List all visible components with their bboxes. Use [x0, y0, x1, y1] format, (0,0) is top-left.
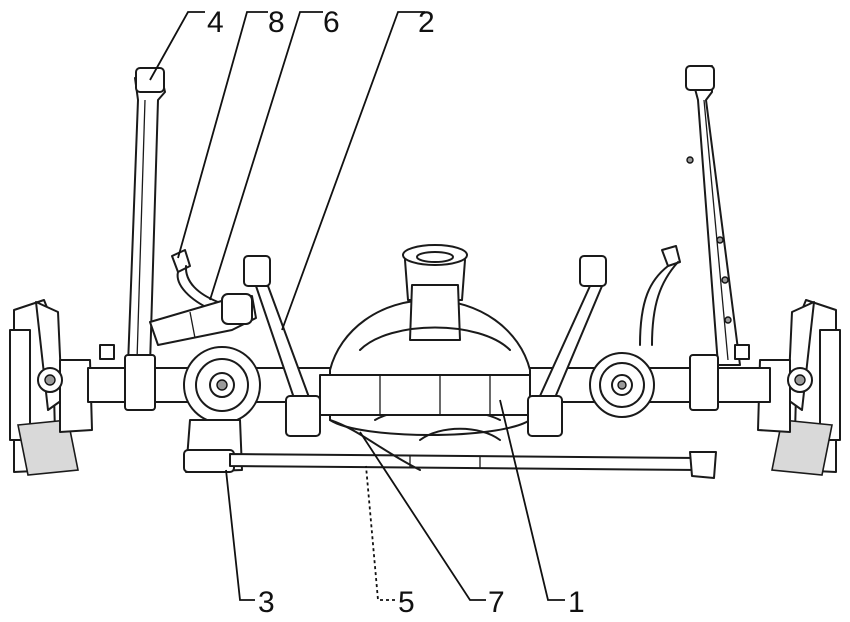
callout-4: 4	[207, 6, 224, 39]
callout-5: 5	[398, 586, 415, 619]
right-upper-link	[527, 255, 607, 437]
left-wheel-hub	[9, 299, 93, 476]
lower-left-bracket	[183, 419, 243, 473]
leader-lines	[149, 11, 565, 601]
lower-curved-link	[329, 419, 421, 471]
callout-7: 7	[488, 586, 505, 619]
left-damper-cylinder	[149, 293, 257, 346]
left-spring-seat	[183, 346, 261, 424]
callout-1: 1	[568, 586, 585, 619]
callout-8: 8	[268, 6, 285, 39]
left-shock-absorber	[127, 67, 166, 366]
right-shock-absorber	[685, 65, 741, 366]
right-spring-seat	[589, 352, 655, 418]
callout-6: 6	[323, 6, 340, 39]
right-bracket-pipe	[639, 245, 681, 346]
callout-2: 2	[418, 6, 435, 39]
track-rod	[229, 451, 717, 479]
left-bracket-pipe	[171, 249, 219, 311]
differential-housing	[319, 244, 531, 441]
left-upper-link	[243, 255, 321, 437]
callout-3: 3	[258, 586, 275, 619]
